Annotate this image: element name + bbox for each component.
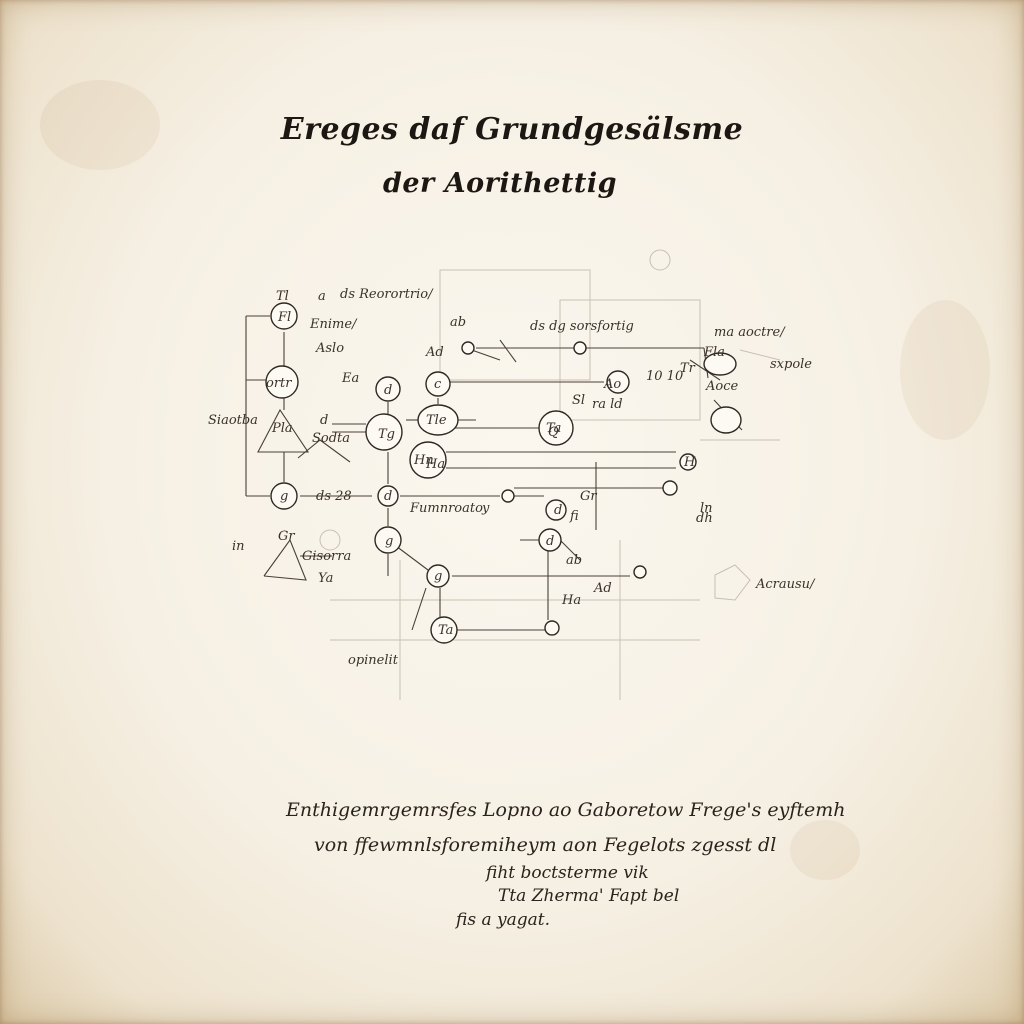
diagram-label: Ha: [561, 593, 581, 608]
diagram-label: a: [318, 289, 326, 304]
diagram-label: ds 28: [316, 489, 352, 504]
document-title: Ereges daf Grundgesälsme: [280, 112, 744, 147]
diagram-label: Ta: [546, 421, 561, 436]
diagram-label: fi: [569, 509, 579, 524]
diagram-label: ra ld: [592, 397, 623, 412]
diagram-label: ab: [566, 553, 582, 568]
diagram-label: ortr: [266, 376, 292, 391]
diagram-label: Gisorra: [302, 549, 351, 564]
diagram-label: Aoce: [705, 379, 738, 394]
diagram-label: g: [280, 489, 288, 504]
diagram-label: Sodta: [312, 431, 350, 446]
diagram-label: y: [481, 501, 490, 516]
diagram-label: ma aoctre/: [714, 325, 786, 340]
diagram-label: Gr: [278, 529, 295, 544]
diagram-label: Tle: [426, 413, 447, 428]
diagram-label: Q: [548, 425, 559, 440]
diagram-label: d: [384, 383, 392, 398]
diagram-label: d: [320, 413, 328, 428]
diagram-label: H: [683, 455, 696, 470]
footnote-line: Enthigemrgemrsfes Lopno ao Gaboretow Fre…: [286, 799, 846, 821]
diagram-label: Siaotba: [208, 413, 258, 428]
footnote-line: fis a yagat.: [456, 910, 550, 930]
paper-stain: [790, 820, 860, 880]
diagram-label: Sl: [572, 393, 585, 408]
diagram-label: Ao: [603, 377, 621, 392]
diagram-label: g: [434, 569, 442, 584]
diagram-label: Fumnroato: [409, 501, 483, 516]
diagram-label: Ad: [593, 581, 612, 596]
diagram-label: Fla: [703, 345, 725, 360]
diagram-label: ab: [450, 315, 466, 330]
diagram-label: Ea: [341, 371, 359, 386]
diagram-label: opinelit: [348, 653, 399, 668]
diagram-label: Acrausu/: [755, 577, 816, 592]
paper-stain: [40, 80, 160, 170]
diagram-label: Ya: [318, 571, 333, 586]
diagram-label: Tl: [276, 289, 289, 304]
diagram-label: Ha: [425, 457, 445, 472]
diagram-label: Tg: [378, 427, 395, 442]
footnote-line: fiht boctsterme vik: [486, 863, 649, 883]
diagram-label: dh: [696, 511, 713, 526]
diagram-label: Fl: [277, 310, 291, 325]
diagram-label: Aslo: [315, 341, 344, 356]
diagram-label: sxpole: [770, 357, 812, 372]
diagram-label: Pla: [271, 421, 293, 436]
diagram-label: ds dg sorsfortig: [530, 319, 634, 334]
document-subtitle: der Aorithettig: [383, 168, 617, 199]
diagram-label: Tr: [680, 361, 696, 376]
diagram-label: Ad: [425, 345, 444, 360]
diagram-label: g: [385, 534, 393, 549]
diagram-label: in: [232, 539, 245, 554]
diagram-label: Gr: [580, 489, 597, 504]
diagram-label: c: [434, 377, 442, 392]
footnote-line: von ffewmnlsforemiheym aon Fegelots zges…: [314, 834, 777, 856]
diagram-label: ds Reorortrio/: [340, 287, 434, 302]
diagram-label: Enime/: [309, 317, 358, 332]
paper-stain: [900, 300, 990, 440]
diagram-label: d: [554, 503, 562, 518]
footnote-line: Tta Zherma' Fapt bel: [498, 886, 680, 906]
diagram-label: ln: [700, 501, 713, 516]
diagram-label: d: [546, 534, 554, 549]
diagram-label: Ta: [438, 623, 453, 638]
diagram-label: d: [384, 489, 392, 504]
diagram-label: 10 10: [646, 369, 683, 384]
diagram-label: Hn: [413, 453, 434, 468]
